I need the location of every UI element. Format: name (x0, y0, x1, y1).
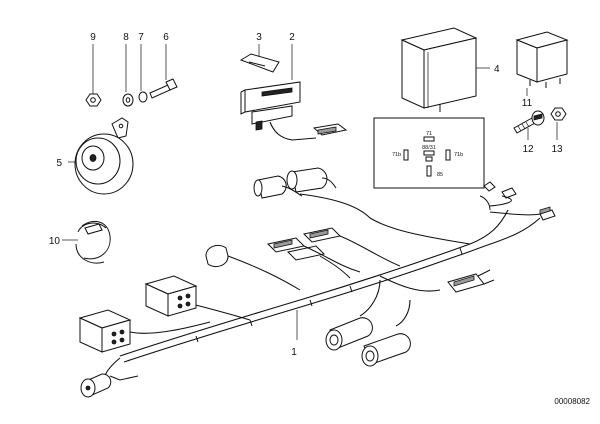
callout-10: 10 (49, 236, 61, 247)
washer-part-7 (138, 44, 148, 103)
pin-bottom: 85 (437, 172, 443, 178)
nut-part-13 (550, 107, 567, 140)
pin-left: 71b (392, 152, 401, 158)
pin-top: 71 (426, 131, 432, 137)
horn-part-5 (68, 117, 134, 195)
callout-2: 2 (289, 32, 295, 43)
washer-part-8 (122, 44, 134, 107)
pin-right: 71b (454, 152, 463, 158)
reference-number: 00008082 (554, 397, 590, 406)
callout-13: 13 (551, 144, 563, 155)
callout-4: 4 (494, 64, 500, 75)
screw-part-12 (513, 110, 545, 140)
callout-3: 3 (256, 32, 262, 43)
callout-5: 5 (56, 158, 62, 169)
callout-labels: 1 2 3 4 5 6 7 8 9 10 11 12 13 (49, 32, 563, 358)
pin-middle: 88/31 (422, 145, 436, 151)
relay-part-11 (515, 31, 569, 96)
bolt-part-6 (149, 44, 178, 99)
nut-part-9 (85, 44, 102, 107)
bracket-part-3 (239, 44, 280, 73)
callout-1: 1 (291, 347, 297, 358)
control-unit-part-4 (400, 27, 490, 112)
callout-7: 7 (138, 32, 144, 43)
callout-8: 8 (123, 32, 129, 43)
clamp-part-10 (62, 220, 111, 264)
callout-6: 6 (163, 32, 169, 43)
callout-12: 12 (522, 144, 534, 155)
callout-11: 11 (522, 98, 533, 109)
switch-part-2 (240, 44, 348, 141)
relay-pin-diagram: 71 71b 88/31 71b 85 (373, 117, 485, 189)
wiring-harness-part-1 (78, 167, 556, 398)
callout-9: 9 (90, 32, 96, 43)
